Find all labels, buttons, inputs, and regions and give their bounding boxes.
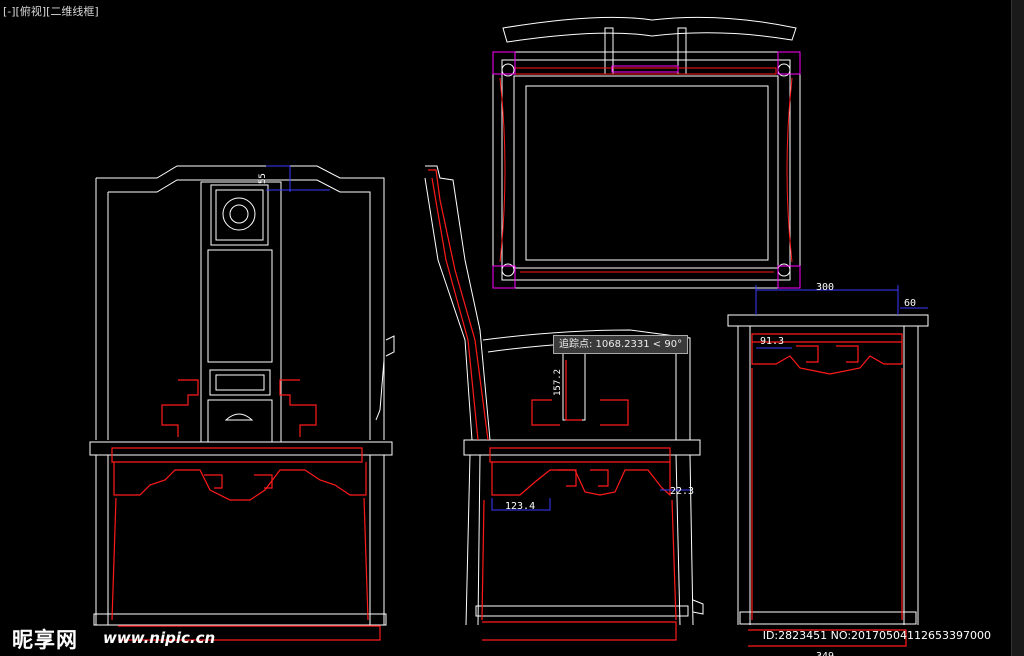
view-label[interactable]: [-][俯视][二维线框] xyxy=(3,5,99,18)
right-view-blue xyxy=(755,285,928,349)
dimension-60: 60 xyxy=(904,298,916,309)
watermark-id: ID:2823451 NO:20170504112653397000 xyxy=(762,629,991,642)
front-view-chair xyxy=(89,165,395,626)
side-view-chair xyxy=(424,165,704,626)
side-view-blue xyxy=(491,489,690,511)
dimension-157: 157.2 xyxy=(553,369,563,396)
top-view-red xyxy=(499,67,793,273)
right-view-chair xyxy=(727,314,929,625)
tracking-tooltip: 追踪点: 1068.2331 < 90° xyxy=(553,335,689,354)
watermark-logo: 昵享网 xyxy=(12,628,78,652)
top-view-chair xyxy=(492,16,801,289)
side-view-red xyxy=(428,169,677,641)
dimension-349: 349 xyxy=(816,651,834,656)
dimension-22: 22.3 xyxy=(670,486,694,497)
dimension-123: 123.4 xyxy=(505,501,535,512)
vertical-scrollbar[interactable] xyxy=(1011,0,1024,656)
dimension-300: 300 xyxy=(816,282,834,293)
dimension-55: 55 xyxy=(258,173,268,184)
dimension-91: 91.3 xyxy=(760,336,784,347)
watermark-url: www.nipic.cn xyxy=(103,629,216,647)
front-view-blue xyxy=(266,165,330,192)
front-view-red xyxy=(111,379,381,641)
right-view-red xyxy=(748,333,907,647)
top-view-magenta xyxy=(492,51,801,289)
